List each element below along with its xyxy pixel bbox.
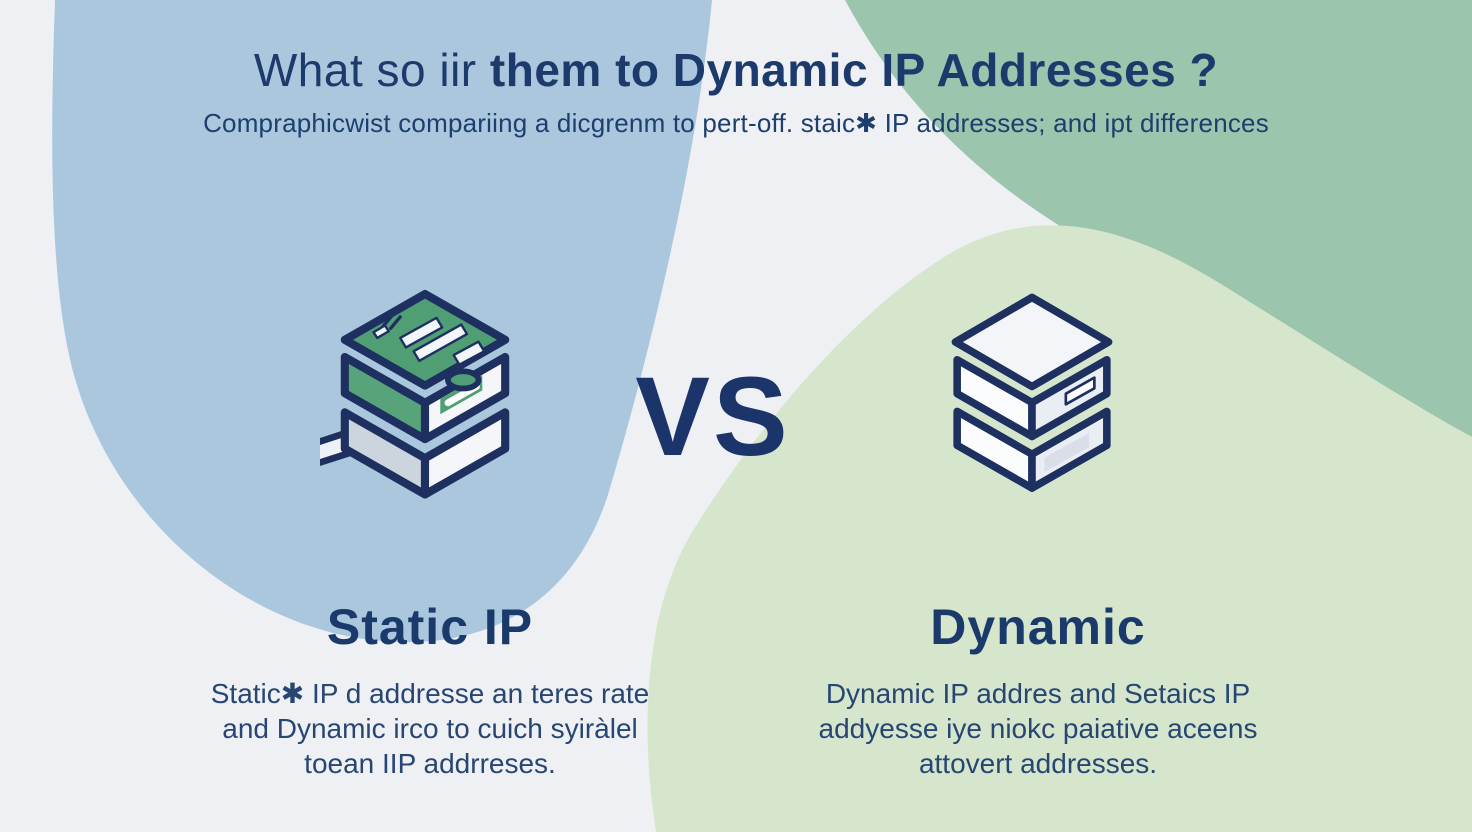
static-description-line-3: toean IIP addrreses.	[304, 748, 556, 779]
static-ip-server-icon	[320, 289, 510, 499]
dynamic-heading: Dynamic	[930, 598, 1146, 655]
title-emphasis: them to Dynamic IP Addresses ?	[489, 44, 1219, 96]
green-blob	[845, 0, 1472, 437]
dynamic-ip-server-icon	[951, 293, 1113, 492]
dynamic-server-drawer-stripe	[1064, 376, 1096, 406]
title-prefix: What so iir	[253, 44, 477, 96]
static-description-line-2: and Dynamic irco to cuich syiràlel	[222, 713, 638, 744]
page-subtitle: Compraphicwist compariing a dicgrenm to …	[203, 108, 1269, 139]
top-face-chip	[372, 324, 390, 340]
static-server-lower-right-face	[420, 408, 510, 499]
static-description: Static✱ IP d addresse an teres rate and …	[150, 676, 710, 781]
dynamic-description-line-1: Dynamic IP addres and Setaics IP	[825, 678, 1251, 709]
static-description-line-1: Static✱ IP d addresse an teres rate	[210, 678, 650, 709]
page-title: What so iir them to Dynamic IP Addresses…	[0, 46, 1472, 94]
static-heading: Static IP	[326, 598, 534, 655]
dynamic-column: Dynamic Dynamic IP addres and Setaics IP…	[758, 556, 1318, 796]
indicator-oval	[445, 368, 482, 392]
top-face-stripe	[412, 323, 469, 363]
dynamic-description: Dynamic IP addres and Setaics IP addyess…	[758, 676, 1318, 781]
static-column: Static IP Static✱ IP d addresse an teres…	[150, 556, 710, 796]
vs-label: VS	[635, 354, 791, 479]
dynamic-server-top-face	[951, 293, 1113, 391]
top-face-stripe	[452, 340, 486, 366]
dynamic-server-lower-shadow	[1044, 432, 1090, 473]
header: What so iir them to Dynamic IP Addresses…	[0, 46, 1472, 139]
dynamic-description-line-3: attovert addresses.	[918, 748, 1158, 779]
dynamic-description-line-2: addyesse iye niokc paiative aceens	[818, 713, 1258, 744]
light-green-blob	[647, 225, 1472, 832]
top-face-stripe	[398, 316, 444, 349]
